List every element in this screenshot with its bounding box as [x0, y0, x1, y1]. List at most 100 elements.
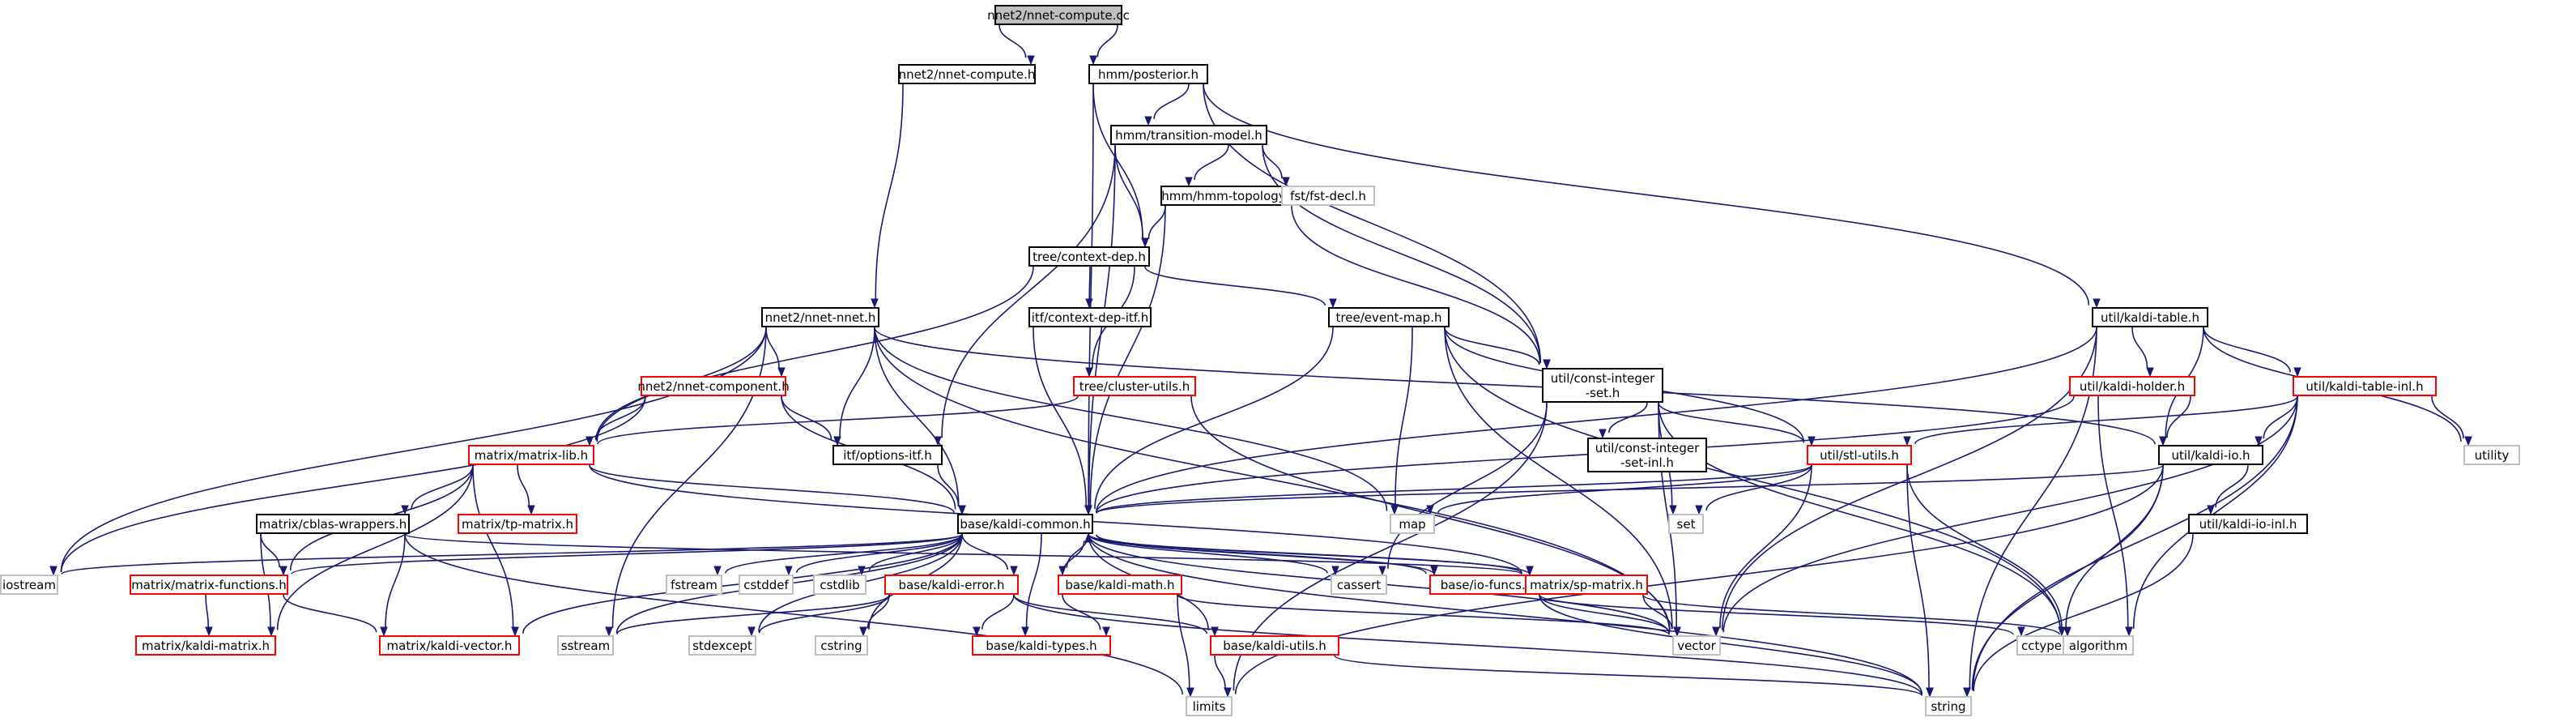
edge-arrowhead [2093, 298, 2101, 309]
edge-line [1914, 395, 2298, 445]
node-matrix-lib[interactable]: matrix/matrix-lib.h [468, 445, 594, 465]
node-matrix-functions[interactable]: matrix/matrix-functions.h [130, 575, 288, 595]
node-transition-model[interactable]: hmm/transition-model.h [1110, 125, 1267, 145]
edge-line [1062, 594, 1101, 630]
node-stdexcept[interactable]: stdexcept [688, 635, 756, 656]
edge-arrowhead [2255, 436, 2263, 446]
node-kaldi-vector[interactable]: matrix/kaldi-vector.h [379, 635, 520, 656]
node-sstream[interactable]: sstream [557, 635, 614, 656]
edge-arrowhead [605, 626, 613, 637]
node-nnet-component[interactable]: nnet2/nnet-component.h [637, 376, 790, 396]
node-posterior[interactable]: hmm/posterior.h [1088, 64, 1208, 84]
node-cctype[interactable]: cctype [2016, 635, 2067, 656]
node-nnet-compute-h[interactable]: nnet2/nnet-compute.h [898, 64, 1036, 84]
edge-line [2215, 464, 2249, 508]
edge-event-map-to-const-integer-set [1444, 327, 1551, 370]
node-vector[interactable]: vector [1672, 635, 1721, 656]
edge-line [2203, 327, 2291, 373]
edge-arrowhead [1102, 626, 1110, 637]
node-kaldi-table[interactable]: util/kaldi-table.h [2092, 307, 2208, 327]
node-tp-matrix[interactable]: matrix/tp-matrix.h [458, 514, 577, 534]
edge-line [2132, 395, 2298, 629]
node-hmm-topology[interactable]: hmm/hmm-topology.h [1160, 186, 1297, 206]
edge-arrowhead [833, 436, 841, 446]
node-kaldi-utils[interactable]: base/kaldi-utils.h [1210, 635, 1339, 656]
edge-arrowhead [527, 505, 535, 515]
edge-line [472, 464, 514, 628]
edge-arrowhead [2293, 367, 2301, 378]
edge-line [61, 533, 963, 575]
node-cstdlib[interactable]: cstdlib [813, 575, 866, 595]
edge-matrix-lib-to-tp-matrix [517, 464, 535, 515]
edge-arrowhead [49, 566, 57, 576]
edge-arrowhead [1010, 566, 1018, 576]
edge-stl-utils-to-vector [1712, 464, 1812, 637]
edge-line [1013, 594, 1207, 634]
node-label: vector [1677, 638, 1716, 653]
node-cblas-wrappers[interactable]: matrix/cblas-wrappers.h [256, 514, 410, 534]
node-fstream[interactable]: fstream [666, 575, 722, 595]
node-cluster-utils[interactable]: tree/cluster-utils.h [1073, 376, 1196, 396]
edge-line [1088, 83, 1094, 506]
edge-arrowhead [1282, 177, 1290, 187]
node-label: cstring [820, 638, 862, 653]
node-kaldi-types[interactable]: base/kaldi-types.h [972, 635, 1111, 656]
edge-line [1906, 464, 2063, 630]
edge-nnet-compute-h-to-nnet-nnet [871, 83, 904, 309]
edge-line [2097, 395, 2129, 628]
node-event-map[interactable]: tree/event-map.h [1328, 307, 1450, 327]
node-fst-decl[interactable]: fst/fst-decl.h [1281, 186, 1375, 206]
edge-line [1608, 402, 1648, 433]
edge-arrowhead [1378, 566, 1386, 576]
node-label: cstddef [743, 577, 789, 592]
node-label: tree/context-dep.h [1033, 249, 1146, 264]
node-context-dep-itf[interactable]: itf/context-dep-itf.h [1028, 307, 1152, 327]
edge-arrowhead [1331, 566, 1339, 576]
edge-kaldi-common-to-matrix-functions [279, 533, 963, 576]
node-const-integer-set[interactable]: util/const-integer-set.h [1542, 368, 1663, 403]
edge-matrix-functions-to-kaldi-vector [283, 594, 388, 637]
edge-arrowhead [1695, 505, 1703, 515]
node-cstddef[interactable]: cstddef [739, 575, 794, 595]
node-cstring[interactable]: cstring [815, 635, 868, 656]
node-string[interactable]: string [1925, 696, 1972, 716]
node-kaldi-math[interactable]: base/kaldi-math.h [1058, 575, 1182, 595]
node-kaldi-table-inl[interactable]: util/kaldi-table-inl.h [2293, 376, 2437, 396]
edge-line [1088, 266, 1091, 300]
node-label: base/kaldi-math.h [1065, 577, 1175, 592]
edge-sp-matrix-to-vector [1642, 594, 1681, 637]
node-label: util/kaldi-io-inl.h [2199, 516, 2297, 532]
edge-kaldi-io-inl-to-string [1963, 533, 2194, 698]
node-label: map [1399, 516, 1426, 532]
node-set[interactable]: set [1668, 514, 1704, 534]
node-map[interactable]: map [1390, 514, 1435, 534]
node-label: base/kaldi-types.h [986, 638, 1097, 653]
node-kaldi-error[interactable]: base/kaldi-error.h [884, 575, 1019, 595]
edge-kaldi-common-to-fstream [713, 533, 963, 576]
node-kaldi-common[interactable]: base/kaldi-common.h [957, 514, 1093, 534]
node-label: fst/fst-decl.h [1290, 188, 1366, 203]
node-cassert[interactable]: cassert [1331, 575, 1387, 595]
node-label: matrix/kaldi-vector.h [386, 638, 513, 653]
node-iostream[interactable]: iostream [0, 575, 58, 595]
node-kaldi-holder[interactable]: util/kaldi-holder.h [2069, 376, 2195, 396]
edge-line [1539, 594, 2014, 635]
node-algorithm[interactable]: algorithm [2063, 635, 2134, 656]
edge-line [1096, 534, 1531, 575]
node-stl-utils[interactable]: util/stl-utils.h [1807, 445, 1912, 465]
node-limits[interactable]: limits [1186, 696, 1233, 716]
node-label: cctype [2020, 638, 2062, 653]
node-nnet-nnet[interactable]: nnet2/nnet-nnet.h [761, 307, 879, 327]
node-utility[interactable]: utility [2463, 445, 2520, 465]
node-label: string [1931, 699, 1966, 714]
node-kaldi-io-inl[interactable]: util/kaldi-io-inl.h [2188, 514, 2308, 534]
node-options-itf[interactable]: itf/options-itf.h [832, 445, 943, 465]
node-kaldi-io[interactable]: util/kaldi-io.h [2158, 445, 2263, 465]
node-label: util/kaldi-table-inl.h [2306, 378, 2424, 394]
node-kaldi-matrix[interactable]: matrix/kaldi-matrix.h [135, 635, 276, 656]
node-context-dep[interactable]: tree/context-dep.h [1028, 246, 1150, 267]
edge-kaldi-table-to-kaldi-table-inl [2203, 327, 2301, 378]
node-sp-matrix[interactable]: matrix/sp-matrix.h [1525, 575, 1648, 595]
node-const-integer-set-inl[interactable]: util/const-integer-set-inl.h [1587, 438, 1707, 472]
